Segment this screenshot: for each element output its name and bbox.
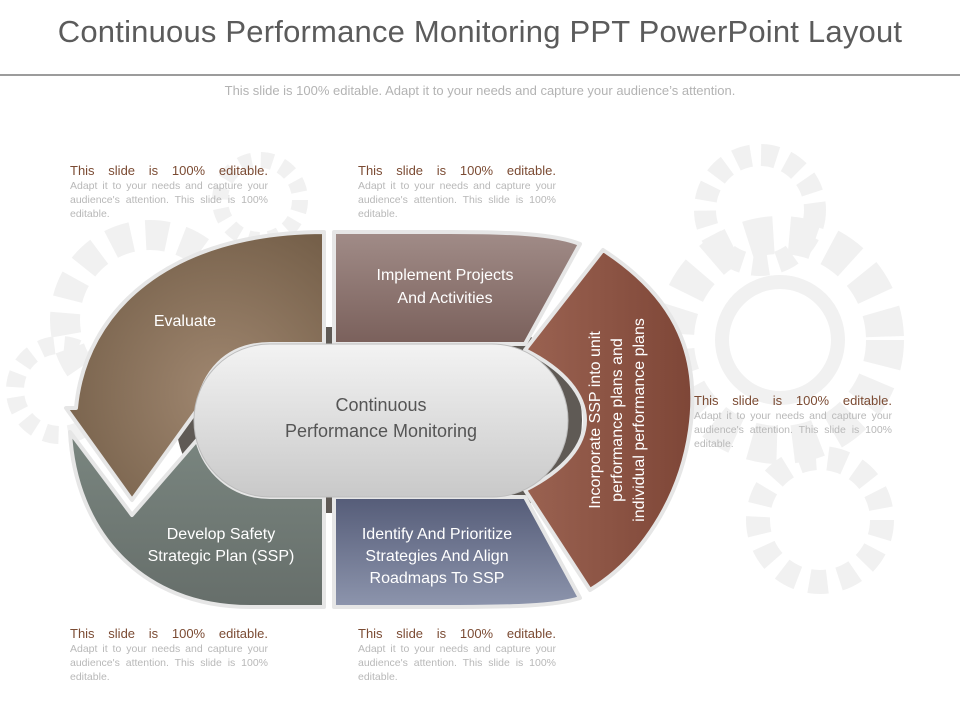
note-body: Adapt it to your needs and capture your …	[70, 643, 268, 683]
note-heading: This slide is 100% editable.	[358, 626, 556, 641]
implement-label-line1: Implement Projects	[377, 267, 514, 284]
identify-label-line3: Roadmaps To SSP	[370, 570, 505, 587]
develop-label-line2: Strategic Plan (SSP)	[148, 548, 295, 565]
title-divider	[0, 74, 960, 76]
center-label-line1: Continuous	[335, 395, 426, 415]
note-top-left: This slide is 100% editable. Adapt it to…	[70, 163, 268, 221]
note-body: Adapt it to your needs and capture your …	[358, 180, 556, 220]
note-heading: This slide is 100% editable.	[694, 393, 892, 408]
note-bottom-center: This slide is 100% editable. Adapt it to…	[358, 626, 556, 684]
note-body: Adapt it to your needs and capture your …	[694, 410, 892, 450]
evaluate-label: Evaluate	[154, 313, 216, 330]
implement-segment[interactable]	[332, 230, 582, 346]
identify-label-line2: Strategies And Align	[365, 548, 508, 565]
develop-label-line1: Develop Safety	[167, 526, 276, 543]
note-top-center: This slide is 100% editable. Adapt it to…	[358, 163, 556, 221]
note-right: This slide is 100% editable. Adapt it to…	[694, 393, 892, 451]
note-heading: This slide is 100% editable.	[358, 163, 556, 178]
slide-title: Continuous Performance Monitoring PPT Po…	[57, 14, 903, 49]
note-heading: This slide is 100% editable.	[70, 626, 268, 641]
note-bottom-left: This slide is 100% editable. Adapt it to…	[70, 626, 268, 684]
note-body: Adapt it to your needs and capture your …	[358, 643, 556, 683]
identify-label-line1: Identify And Prioritize	[362, 526, 512, 543]
center-pill	[193, 343, 569, 498]
note-heading: This slide is 100% editable.	[70, 163, 268, 178]
incorporate-label-line1: Incorporate SSP into unit	[587, 331, 604, 509]
note-body: Adapt it to your needs and capture your …	[70, 180, 268, 220]
incorporate-label-line3: individual performance plans	[631, 318, 648, 522]
center-label-line2: Performance Monitoring	[285, 421, 477, 441]
incorporate-label-line2: performance plans and	[609, 338, 626, 502]
incorporate-segment[interactable]	[523, 248, 695, 592]
implement-label-line2: And Activities	[397, 290, 492, 307]
slide-subtitle: This slide is 100% editable. Adapt it to…	[224, 83, 736, 98]
identify-segment[interactable]	[332, 495, 582, 609]
